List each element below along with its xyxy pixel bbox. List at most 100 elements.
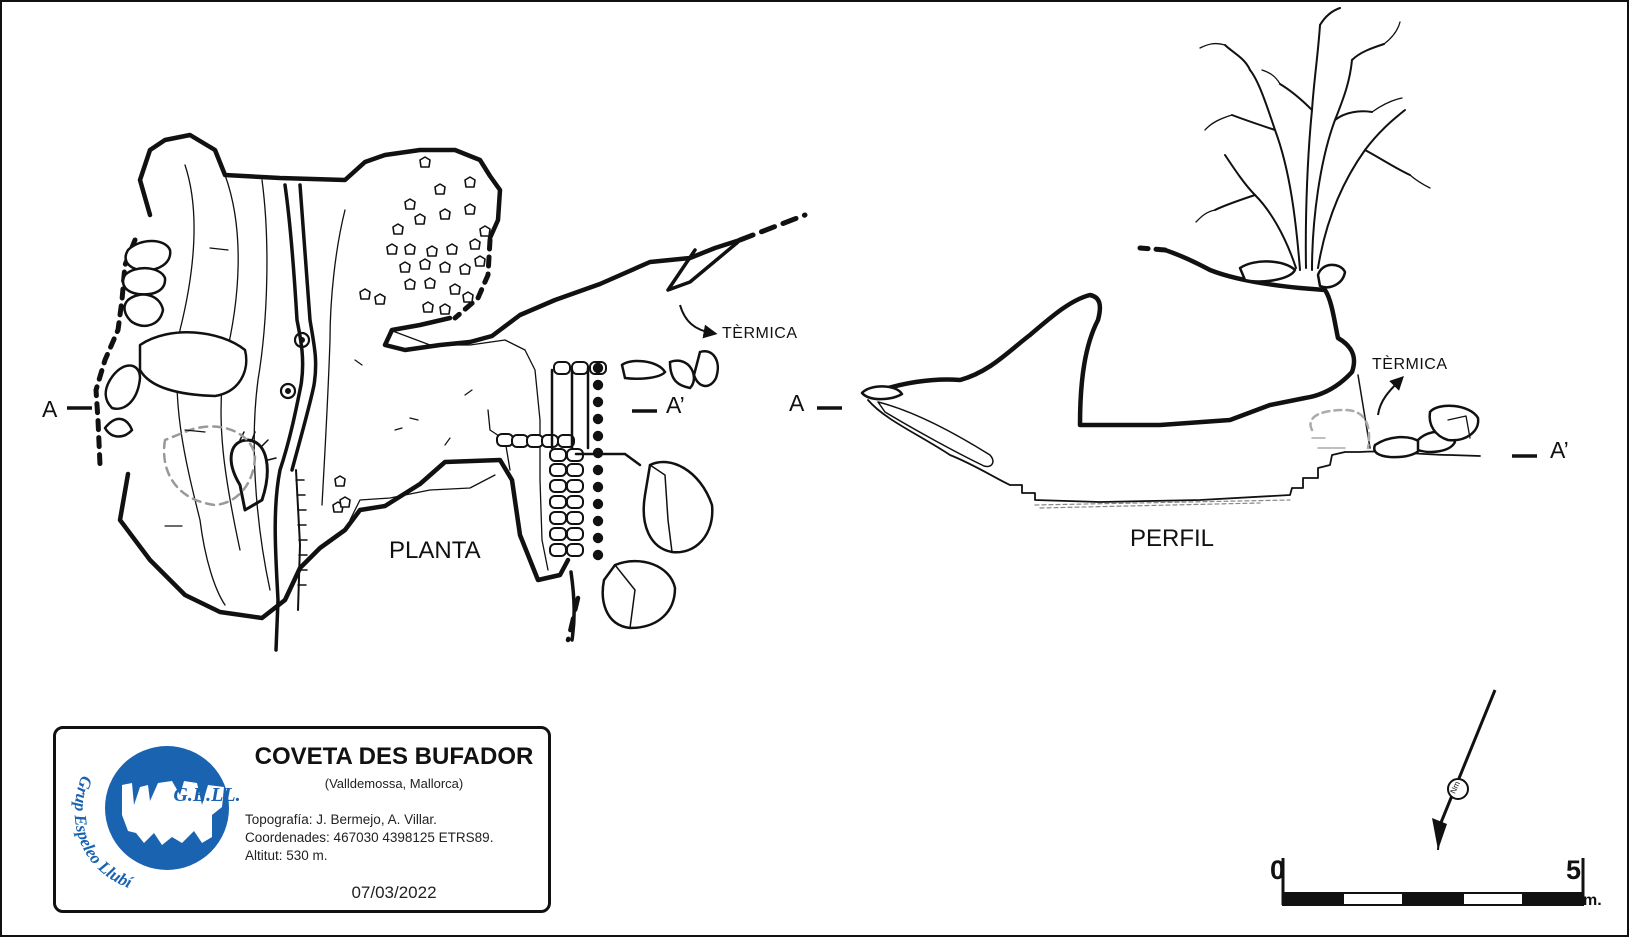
rock-debris [404, 278, 416, 290]
rock-debris [424, 277, 436, 289]
rock-debris [339, 496, 351, 508]
rock-debris [434, 183, 446, 195]
rock-debris [374, 293, 386, 305]
dotted-line-dot [592, 498, 604, 510]
survey-credits: Topografía: J. Bermejo, A. Villar. Coord… [245, 811, 493, 865]
plan-thermal-label: TÈRMICA [722, 325, 798, 342]
rock-debris [479, 225, 491, 237]
rock-block [566, 543, 584, 557]
rock-block [553, 361, 571, 375]
rock-debris [446, 243, 458, 255]
profile-thermal-label: TÈRMICA [1372, 356, 1448, 373]
rock-block [566, 527, 584, 541]
plan-section-start-label: A [42, 396, 58, 422]
svg-text:G.E.LL.: G.E.LL. [173, 784, 240, 806]
rock-debris [404, 198, 416, 210]
rock-block [549, 511, 567, 525]
profile-thermal-arrow [1377, 376, 1404, 416]
rock-block [566, 463, 584, 477]
rock-block [566, 495, 584, 509]
profile-ceiling [865, 247, 1357, 428]
scale-end-label: 5 [1566, 855, 1582, 885]
cave-location: (Valldemossa, Mallorca) [324, 776, 464, 791]
rock-block [496, 433, 514, 447]
rock-block [526, 434, 544, 448]
scale-segment [1402, 892, 1464, 906]
plan-survey-station [279, 382, 297, 400]
scale-segment [1342, 892, 1404, 906]
rock-block [511, 434, 529, 448]
profile-section-line [817, 406, 1537, 458]
rock-debris [464, 176, 476, 188]
plan-section-line [67, 406, 657, 413]
dotted-line-dot [592, 430, 604, 442]
plan-section-end-label: A’ [666, 392, 685, 418]
plan-boulders-east [601, 349, 719, 630]
survey-date: 07/03/2022 [351, 883, 437, 902]
coordinates-line: Coordenades: 467030 4398125 ETRS89. [245, 830, 494, 845]
dotted-line-dot [592, 396, 604, 408]
rock-debris [386, 243, 398, 255]
rock-debris [439, 261, 451, 273]
rock-block [549, 527, 567, 541]
rock-debris [426, 245, 438, 257]
cave-name: COVETA DES BUFADOR [254, 743, 534, 770]
rock-block [549, 479, 567, 493]
logo-cave-silhouette-icon [122, 781, 224, 845]
rock-debris [469, 238, 481, 250]
dotted-line-dot [592, 413, 604, 425]
plan-pillar [273, 183, 318, 652]
plan-view [93, 132, 808, 652]
scale-segment [1282, 892, 1344, 906]
profile-view-label: PERFIL [1130, 525, 1215, 552]
dotted-line-dot [592, 379, 604, 391]
plan-dotted-line [592, 362, 604, 561]
surveyors-line: Topografía: J. Bermejo, A. Villar. [245, 812, 437, 827]
rock-debris [474, 255, 486, 267]
gell-logo: G.E.LL. Grup Espeleo Llubí [71, 746, 241, 892]
plan-thermal-arrow [679, 304, 718, 339]
rock-debris [464, 203, 476, 215]
dotted-line-dot [592, 481, 604, 493]
plan-dashed-wall-left [93, 237, 138, 468]
altitude-line: Altitut: 530 m. [245, 848, 328, 863]
rock-debris [419, 156, 431, 168]
rock-debris [392, 223, 404, 235]
plan-survey-station [293, 331, 311, 349]
rock-debris [439, 208, 451, 220]
dotted-line-dot [592, 532, 604, 544]
profile-section-end-label: A’ [1550, 437, 1569, 463]
rock-debris [439, 303, 451, 315]
rock-debris [359, 288, 371, 300]
rock-block [557, 434, 575, 448]
rock-debris [414, 213, 426, 225]
rock-block [566, 511, 584, 525]
north-arrow-icon [1432, 689, 1497, 851]
rock-debris [334, 475, 346, 487]
scale-bar-graphic [1281, 858, 1585, 906]
rock-block [549, 463, 567, 477]
dotted-line-dot [592, 464, 604, 476]
plan-outer-wall [117, 132, 743, 621]
rock-block [541, 434, 559, 448]
scale-unit-label: m. [1583, 892, 1602, 909]
title-info-box: G.E.LL. Grup Espeleo Llubí COVETA DES BU… [53, 726, 551, 913]
rock-block [549, 543, 567, 557]
rock-block [549, 495, 567, 509]
rock-block [566, 479, 584, 493]
dotted-line-dot [592, 515, 604, 527]
rock-debris [459, 263, 471, 275]
dotted-line-dot [592, 549, 604, 561]
rock-debris [449, 283, 461, 295]
scale-segment [1522, 892, 1584, 906]
plan-dashed-wall-ne [737, 212, 808, 243]
rock-debris [404, 243, 416, 255]
rock-debris [462, 291, 474, 303]
plan-view-label: PLANTA [389, 537, 481, 564]
rock-debris [419, 258, 431, 270]
rock-block [571, 361, 589, 375]
rock-debris [399, 261, 411, 273]
rock-block [549, 448, 567, 462]
